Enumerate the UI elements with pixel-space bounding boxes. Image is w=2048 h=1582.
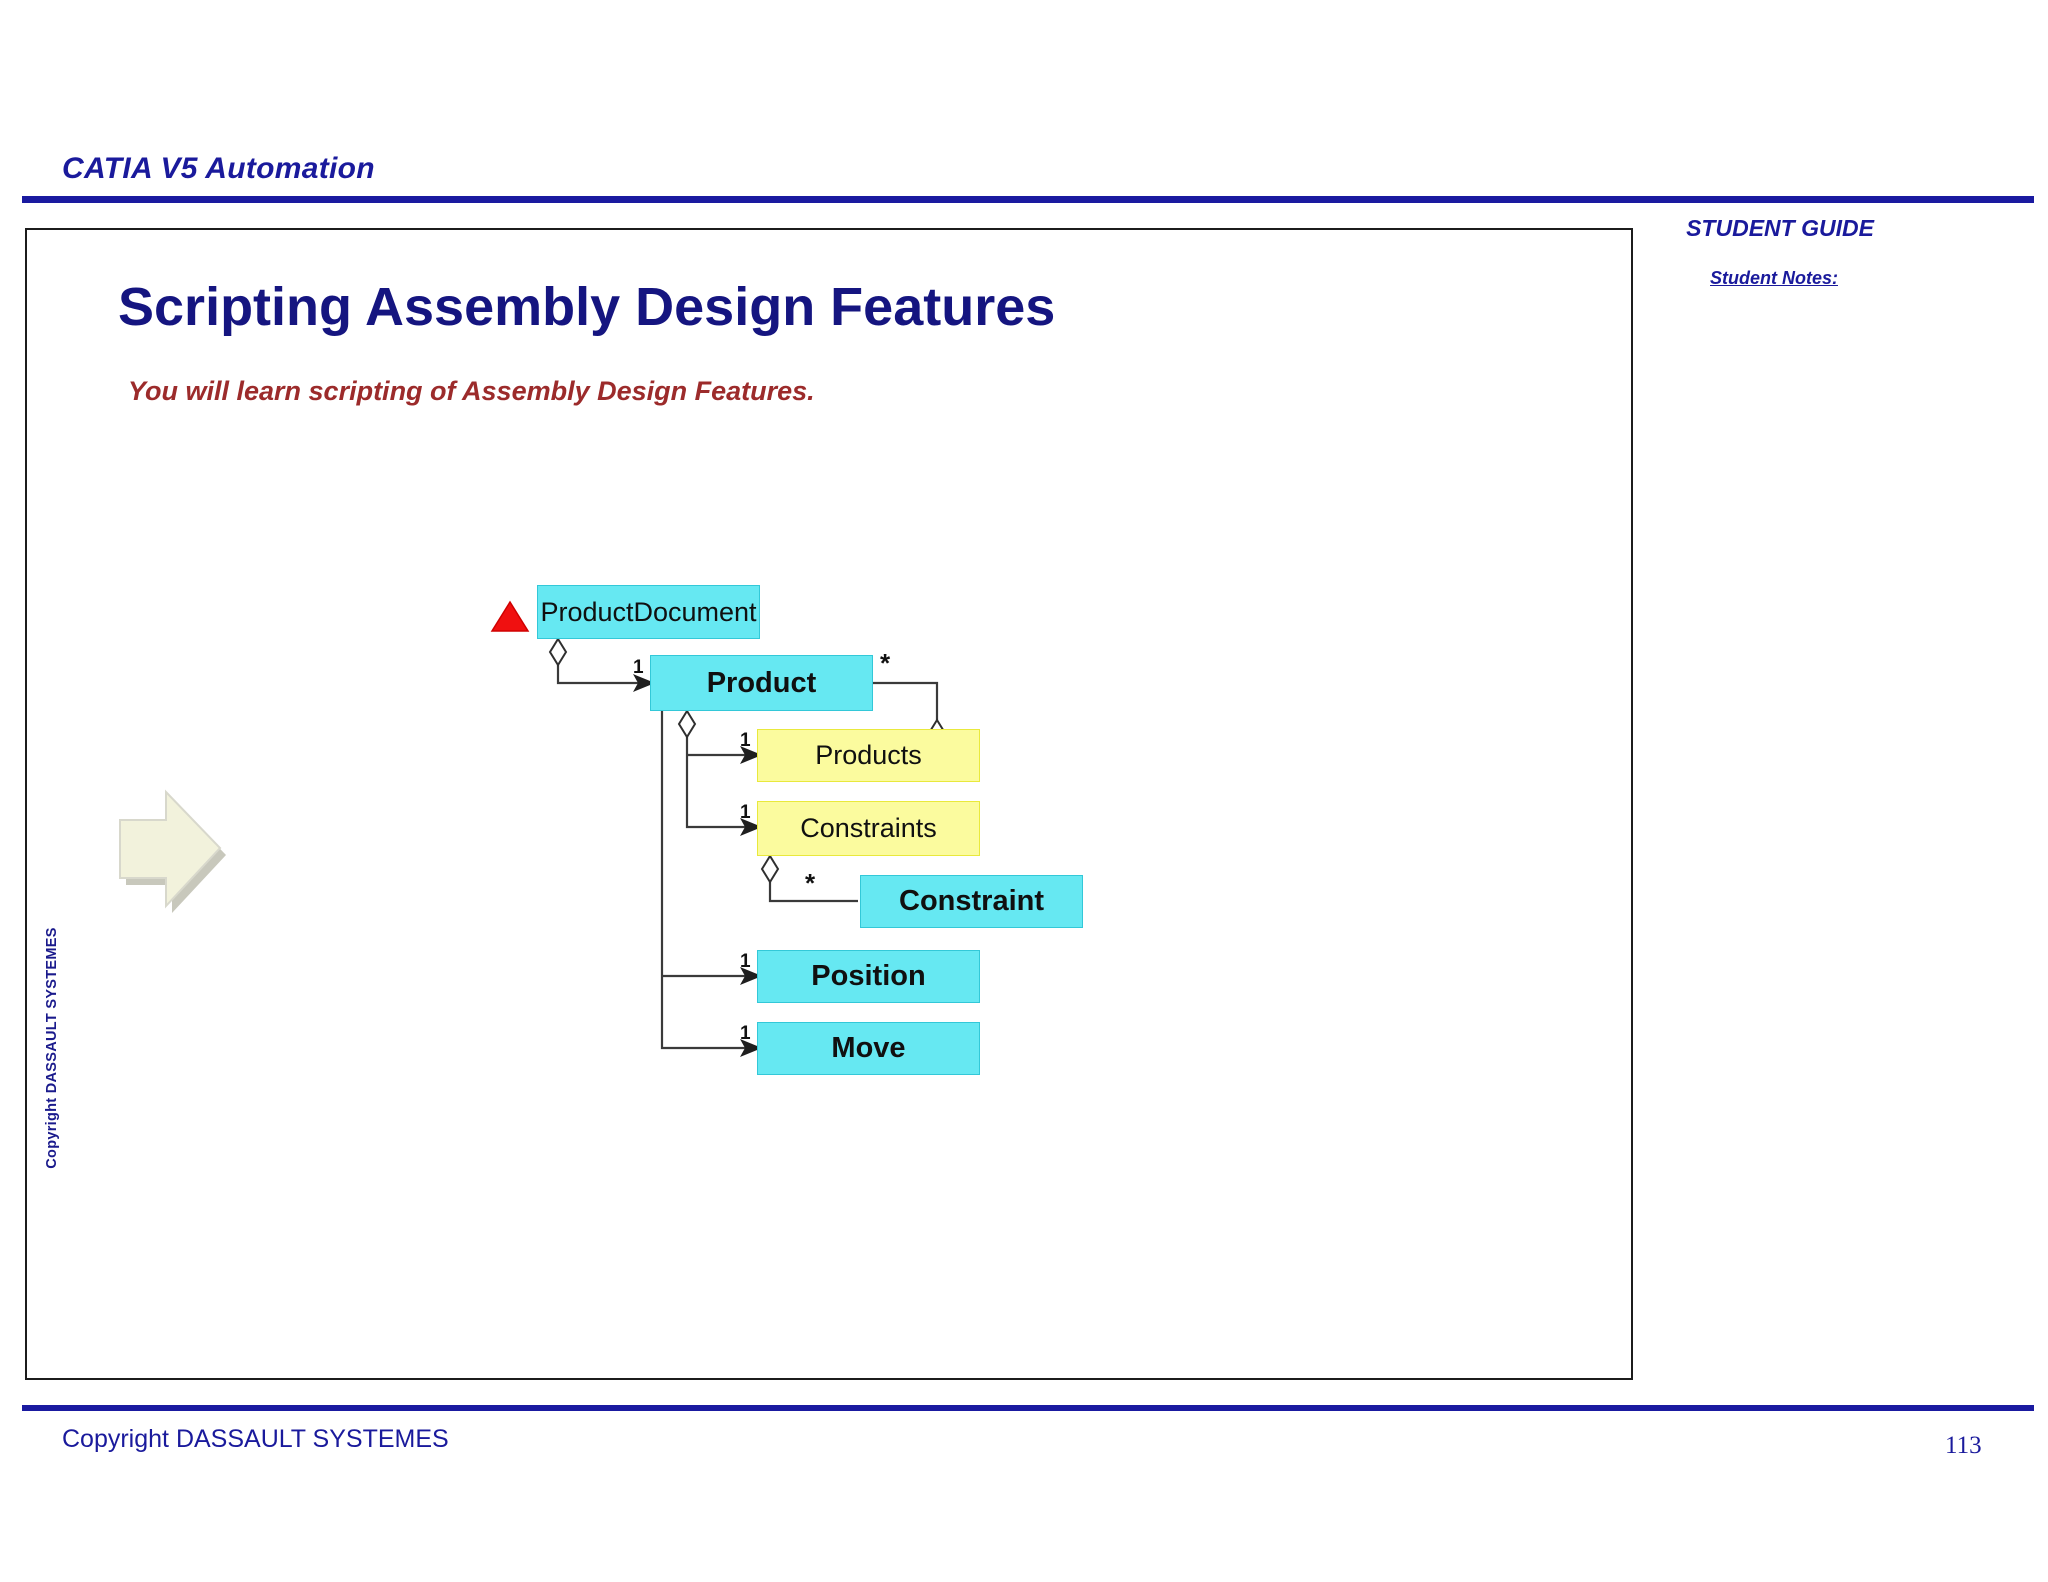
aggregation-diamond <box>677 709 697 739</box>
page-title: Scripting Assembly Design Features <box>118 277 1056 337</box>
diagram-connectors: 1 1 1 1 1 * * <box>548 637 947 1057</box>
vertical-copyright: Copyright DASSAULT SYSTEMES <box>44 927 60 1169</box>
multiplicity-label: * <box>880 648 891 678</box>
course-title: CATIA V5 Automation <box>62 152 375 185</box>
multiplicity-label: 1 <box>633 657 644 678</box>
aggregation-diamond <box>760 854 780 884</box>
footer-divider <box>22 1405 2034 1411</box>
multiplicity-label: 1 <box>740 730 751 751</box>
multiplicity-label: 1 <box>740 951 751 972</box>
uml-node-move: Move <box>757 1022 980 1075</box>
uml-class-diagram: 1 1 1 1 1 * * ProductDocument Product Pr… <box>470 570 1090 1100</box>
footer-copyright: Copyright DASSAULT SYSTEMES <box>62 1425 449 1453</box>
uml-node-product: Product <box>650 655 873 711</box>
multiplicity-label: 1 <box>740 1023 751 1044</box>
right-arrow-icon <box>108 782 228 917</box>
uml-node-constraints: Constraints <box>757 801 980 856</box>
multiplicity-label: 1 <box>740 802 751 823</box>
multiplicity-label: * <box>805 868 816 898</box>
page-subtitle: You will learn scripting of Assembly Des… <box>128 376 815 406</box>
uml-node-position: Position <box>757 950 980 1003</box>
student-guide-label: STUDENT GUIDE <box>1686 215 1874 241</box>
uml-node-constraint: Constraint <box>860 875 1083 928</box>
aggregation-diamond <box>548 637 568 667</box>
student-notes-label: Student Notes: <box>1710 268 1838 288</box>
header-divider <box>22 196 2034 203</box>
uml-node-productdocument: ProductDocument <box>537 585 760 639</box>
uml-node-products: Products <box>757 729 980 782</box>
page-number: 113 <box>1945 1432 1982 1459</box>
red-triangle-icon <box>490 600 530 632</box>
